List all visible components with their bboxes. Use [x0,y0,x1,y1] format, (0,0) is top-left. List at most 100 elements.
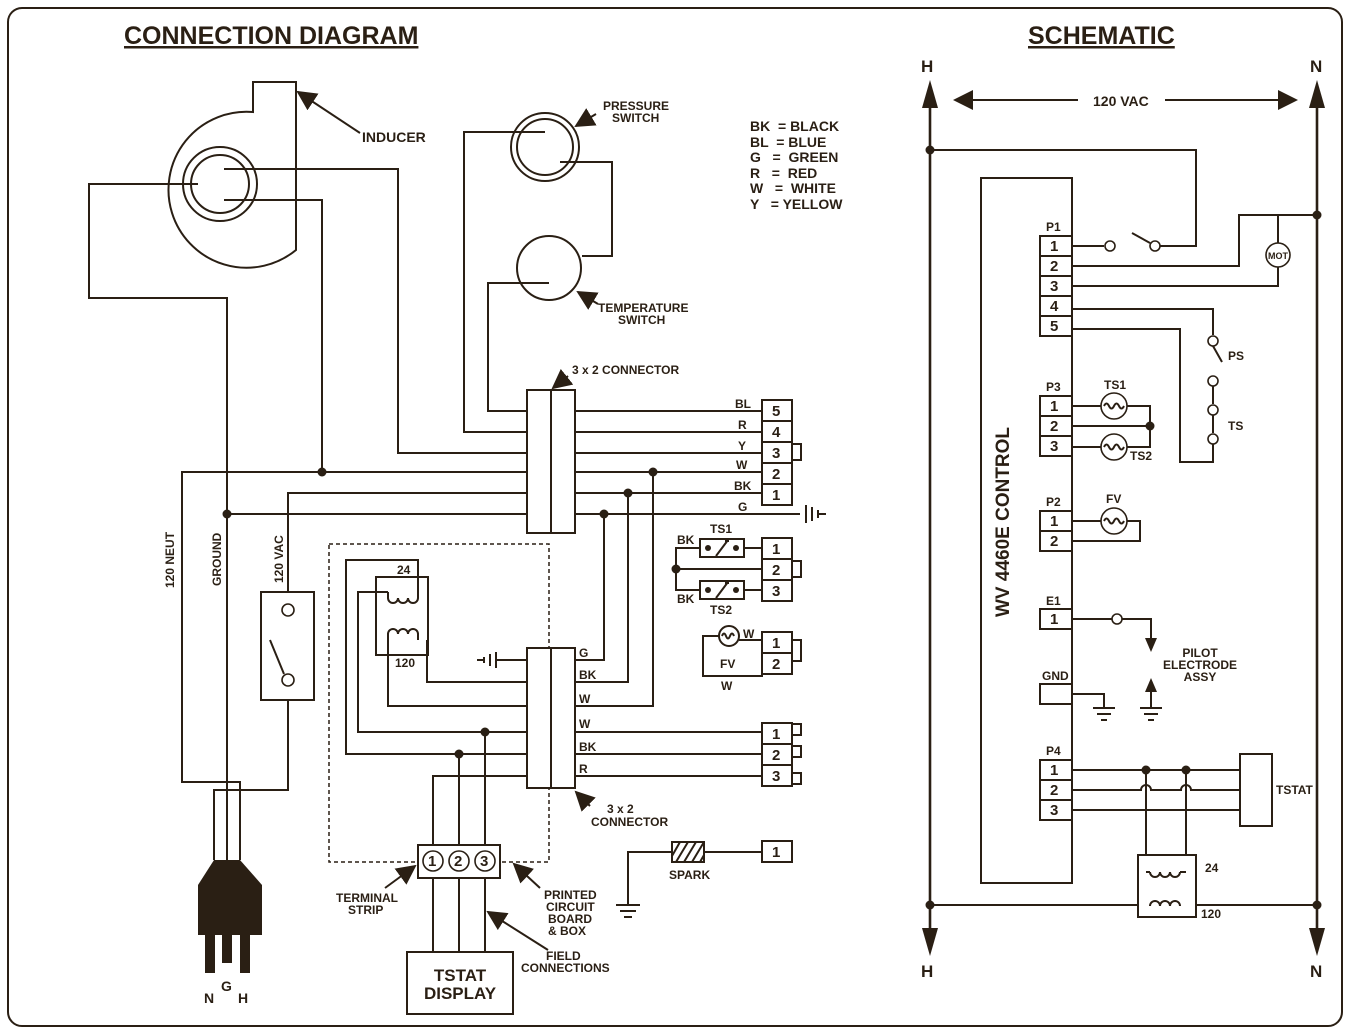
p1-label: P1 [1046,220,1061,234]
pin-top-3: 3 [772,445,780,462]
terminal-wire-1 [432,775,527,848]
terminal-label-1: 1 [428,853,436,870]
gnd-connector [1039,683,1073,705]
p4-pin-1: 1 [1050,762,1058,779]
inducer-label: INDUCER [362,129,426,145]
pin-block-top [761,399,802,506]
pressure-switch-arrow [574,108,597,128]
tstat-display [406,951,514,1015]
gnd-label: GND [1042,669,1069,683]
n-top-label: N [1310,57,1322,76]
p2-label: P2 [1046,495,1061,509]
hot-wire-top [287,492,527,592]
ps-label: PS [1228,349,1244,363]
switch-contact-b [1149,240,1161,252]
electrode-ground-icon [1140,707,1162,721]
pressure-switch-label-2: SWITCH [612,111,659,125]
ground-label: GROUND [210,532,224,586]
connector-bottom-label-2: CONNECTOR [591,815,668,829]
p1-connector [1039,235,1073,337]
ps-ts-link-wire [560,161,613,257]
p3-pin-1: 1 [1050,398,1058,415]
p3-label: P3 [1046,380,1061,394]
wire-g-bottom [575,514,605,661]
p1-pin-4: 4 [1050,298,1059,315]
connector-top-label: 3 x 2 CONNECTOR [572,363,679,377]
terminal-label-2: 2 [454,853,462,870]
p4-pin-3: 3 [1050,802,1058,819]
hot-wire [213,700,289,860]
switch-contact-a [1104,240,1116,252]
ps-contact [1207,335,1219,347]
vac-label: 120 VAC [1093,93,1149,109]
ps-blade [1212,345,1223,363]
fv-pin-1: 1 [772,635,780,652]
fv-label: FV [1106,492,1121,506]
pin-bottom-2: 2 [772,747,780,764]
e1-pin-1: 1 [1050,611,1058,628]
p1-pin-2: 2 [1050,258,1058,275]
mot-label: MOT [1268,251,1288,261]
color-legend: BK = BLACK BL = BLUE G = GREEN R = RED W… [750,118,843,212]
terminal-strip-label-1: TERMINAL [336,891,398,905]
schematic-transformer [1137,854,1197,918]
power-switch [260,591,315,701]
p4-pin-2: 2 [1050,782,1058,799]
p2-pin-1: 1 [1050,513,1058,530]
bottom-wire-g: G [579,646,588,660]
wire-label-w: W [736,458,748,472]
xfmr-24-label: 24 [1205,861,1219,875]
field-label-1: FIELD [546,949,581,963]
junction-dot [480,727,490,737]
pcb-wire-120a [387,640,527,707]
ts-pin-2: 2 [772,562,780,579]
control-label: WV 4460E CONTROL [993,427,1014,617]
chassis-ground-icon [805,505,826,523]
temperature-switch-label-2: SWITCH [618,313,665,327]
ts-bk2-label: BK [677,592,695,606]
pcb-label-4: & BOX [548,924,586,938]
neut-label: 120 NEUT [163,531,177,588]
bottom-wire-bk1: BK [579,668,597,682]
ts2-label: TS2 [710,603,732,617]
ts2-label: TS2 [1130,449,1152,463]
connector-bottom-label-1: 3 x 2 [607,802,634,816]
bottom-wire-r: R [579,762,588,776]
pin-top-5: 5 [772,403,780,420]
pilot-label-2: ELECTRODE [1163,658,1237,672]
p2-2-wire [1072,520,1141,542]
junction-dot [222,509,232,519]
pilot-label-3: ASSY [1184,670,1217,684]
pcb-transformer [375,576,429,656]
bottom-wire-w1: W [579,692,591,706]
junction-dot [454,749,464,759]
legend-bk: BK = BLACK [750,118,839,134]
legend-y: Y = YELLOW [750,196,843,212]
legend-w: W = WHITE [750,180,836,196]
inducer-arrow [296,90,361,134]
n-rail [1309,80,1325,956]
terminal-strip-label-2: STRIP [348,903,383,917]
ts-pin-1: 1 [772,541,780,558]
power-plug-icon [198,860,262,973]
wire-bk-bottom [575,493,629,683]
plug-n-label: N [204,990,214,1006]
bottom-wire-w2: W [579,717,591,731]
e1-terminal [1111,613,1123,625]
pin-top-2: 2 [772,466,780,483]
legend-bl: BL = BLUE [750,134,826,150]
wire-w-bottom [575,472,654,707]
inducer-wire-a [224,168,527,454]
pcb-xfmr-120: 120 [395,656,415,670]
pin-bottom-3: 3 [772,768,780,785]
pcb-wire-120b [426,640,527,683]
terminal-label-3: 3 [480,853,488,870]
terminal-strip-arrow [384,864,417,889]
tstat-display-label-2: DISPLAY [424,984,497,1003]
p4-label: P4 [1046,744,1061,758]
p3-connector [1039,395,1073,457]
schematic-title: SCHEMATIC [1028,22,1175,50]
temperature-switch-label-1: TEMPERATURE [598,301,688,315]
junction-dot [1145,421,1155,431]
